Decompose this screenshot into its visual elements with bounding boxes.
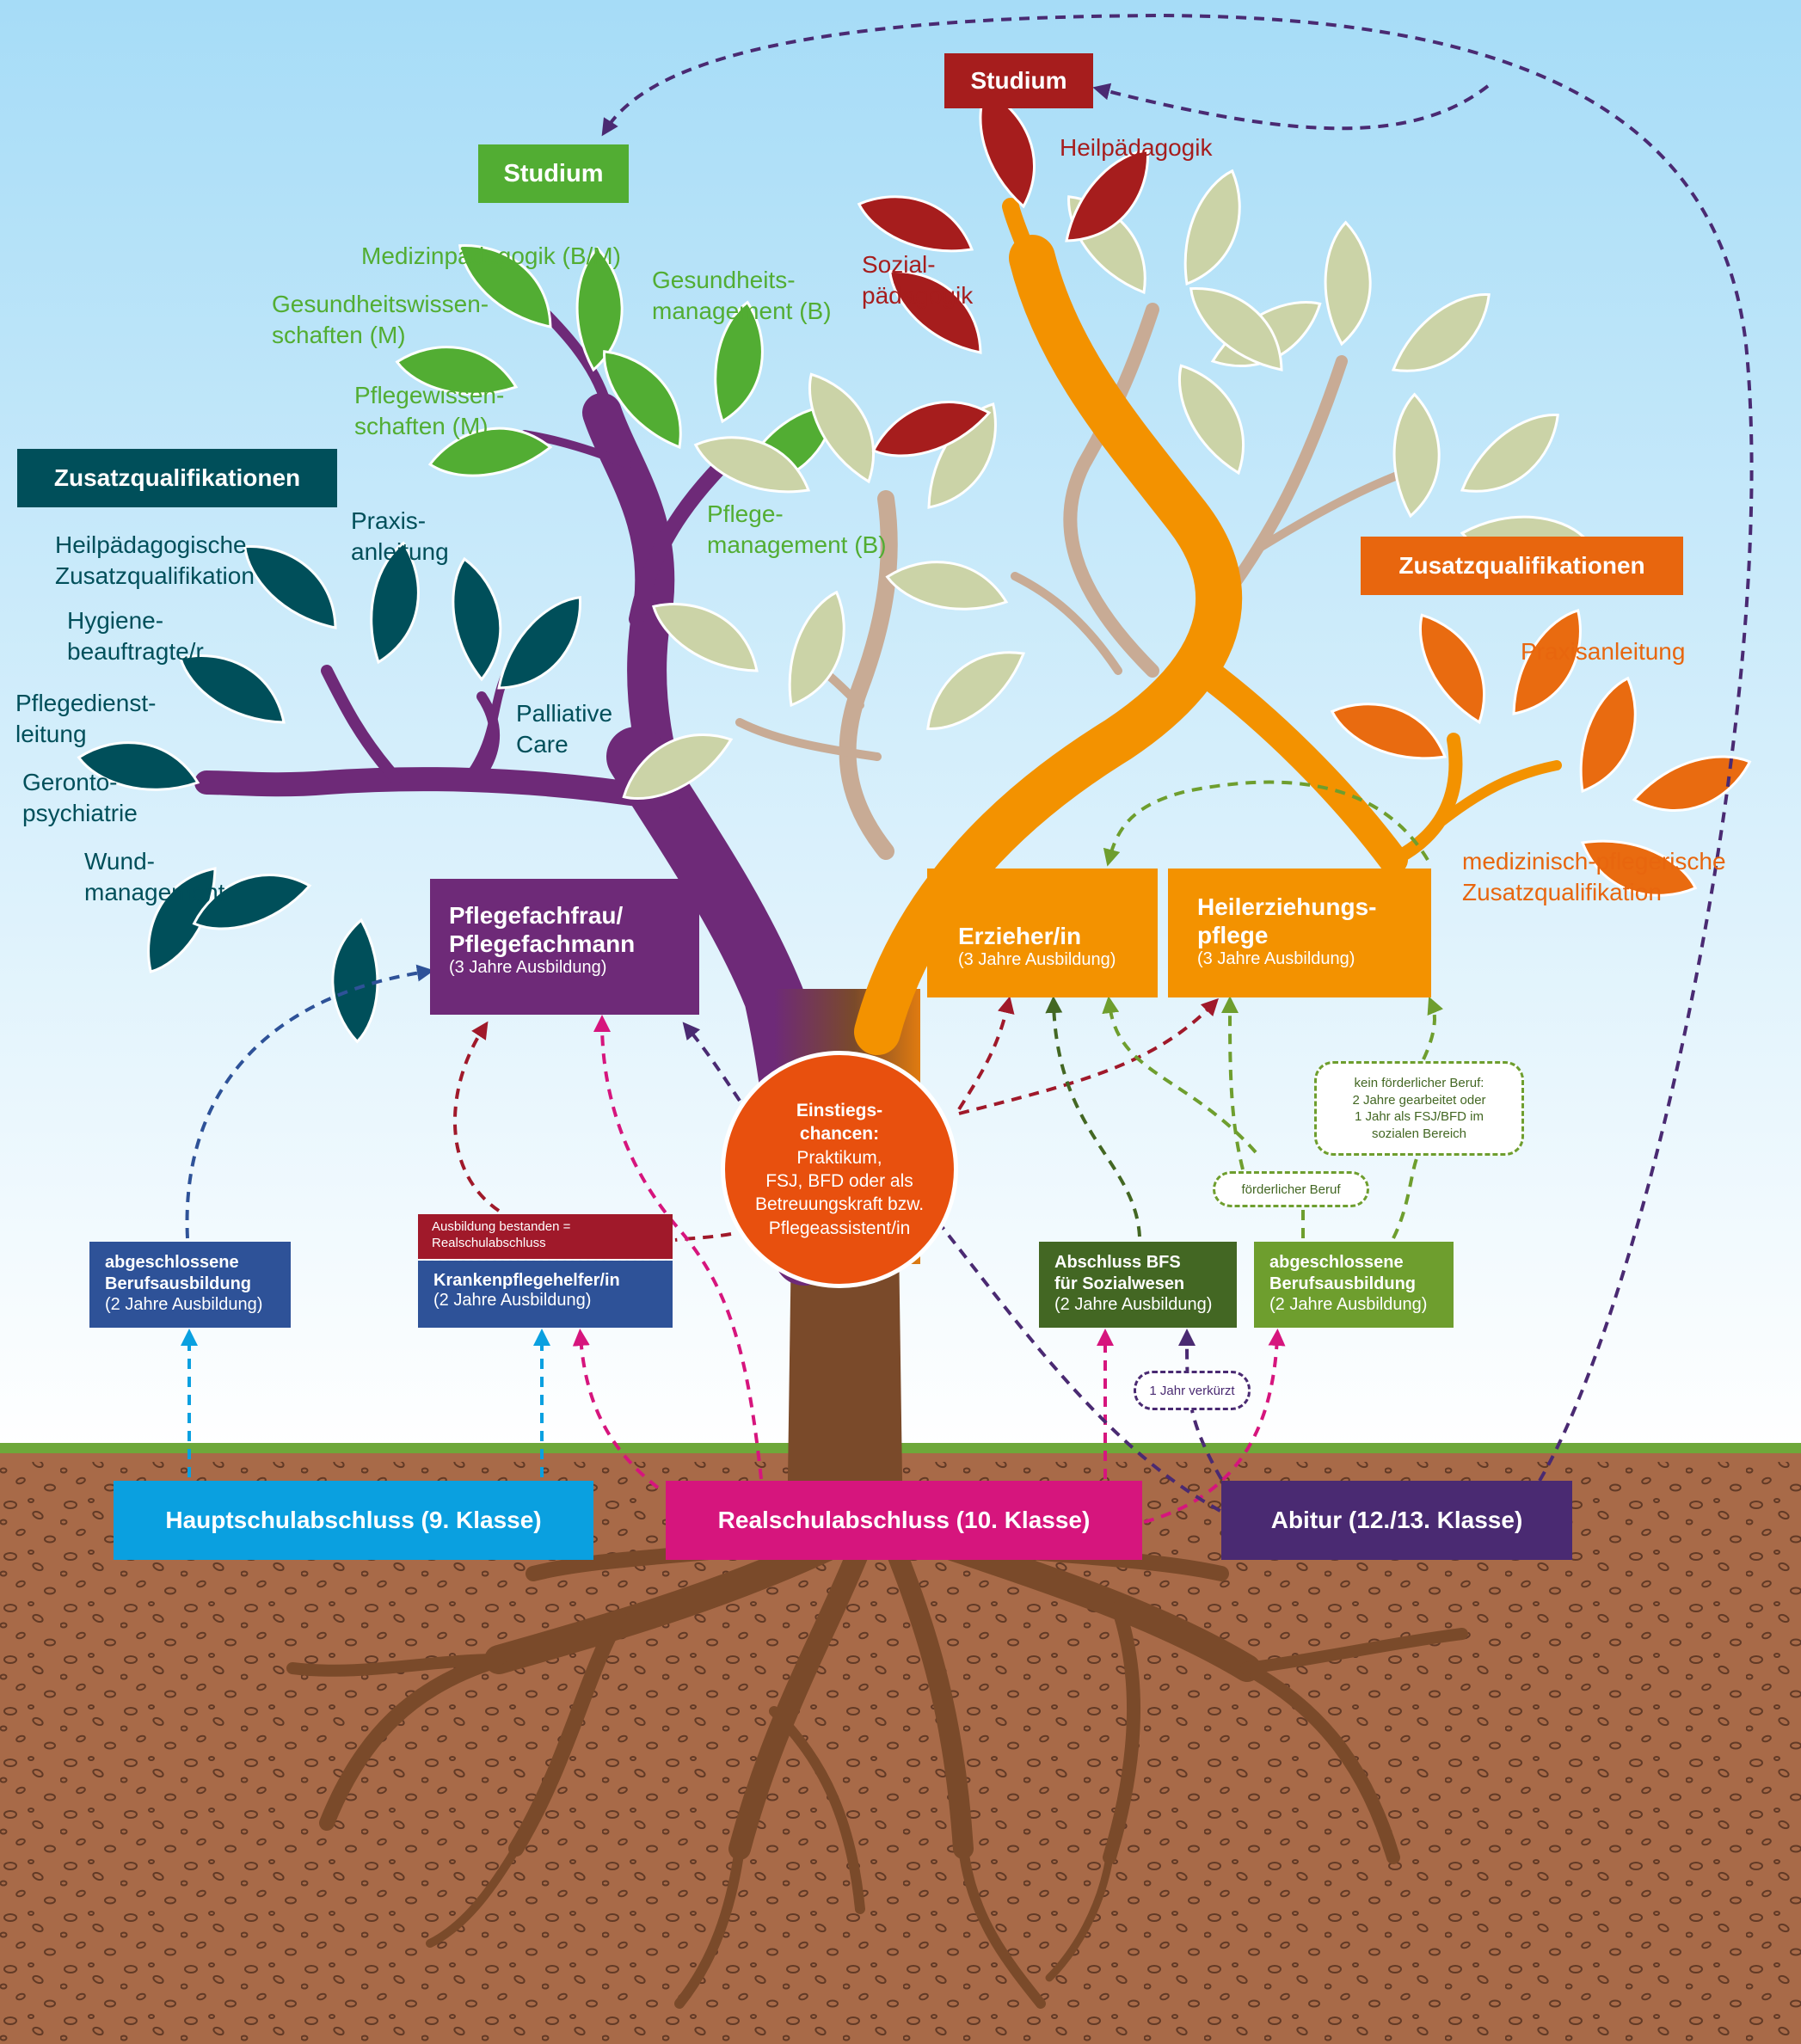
career-box-pflegefachfrau: Pflegefachfrau/ Pflegefachmann (3 Jahre …: [430, 879, 699, 1015]
orange-leaves: [1330, 609, 1752, 897]
arrow-circle-to-pflege: [682, 1022, 741, 1102]
pale-branch: [735, 303, 1432, 860]
bfs-duration: (2 Jahre Ausbildung): [1054, 1295, 1213, 1314]
studium-header-green: Studium: [478, 144, 629, 203]
pflege-duration: (3 Jahre Ausbildung): [449, 958, 607, 978]
einstiegschancen-circle: Einstiegs- chancen: Praktikum, FSJ, BFD …: [721, 1051, 958, 1288]
label-pflegemanagement: Pflege- management (B): [707, 500, 887, 558]
green-leaves: [395, 244, 837, 484]
career-box-erzieher: Erzieher/in (3 Jahre Ausbildung): [927, 869, 1158, 997]
krankenpflege-duration: (2 Jahre Ausbildung): [433, 1291, 592, 1310]
box-berufsausbildung-left: abgeschlossene Berufsausbildung (2 Jahre…: [89, 1242, 291, 1328]
erzieher-title: Erzieher/in: [958, 923, 1082, 949]
label-medizinisch-pflegerische-zusatzqualifikation: medizinisch-pflegerische Zusatzqualifika…: [1462, 848, 1726, 905]
arrow-bfs-to-erzieher: [1045, 996, 1141, 1237]
circle-text: Praktikum, FSJ, BFD oder als Betreuungsk…: [754, 1147, 925, 1238]
note-1-jahr-verkuerzt: 1 Jahr verkürzt: [1134, 1371, 1251, 1410]
label-gesundheitsmanagement: Gesundheits- management (B): [652, 267, 832, 324]
label-gerontopsychiatrie: Geronto- psychiatrie: [22, 769, 138, 826]
arrow-realschul-to-krankenpflege: [572, 1329, 660, 1489]
erzieher-duration: (3 Jahre Ausbildung): [958, 950, 1116, 970]
zusatzqualifikationen-header-right: Zusatzqualifikationen: [1361, 537, 1683, 595]
label-sozialpaedagogik: Sozial- pädagogik: [862, 251, 974, 309]
label-gesundheitswissenschaften: Gesundheitswissen- schaften (M): [272, 291, 489, 348]
note-foerderlicher-beruf: förderlicher Beruf: [1213, 1171, 1369, 1207]
krankenpflege-title: Krankenpflegehelfer/in: [433, 1271, 620, 1290]
arrow-foerderlich-to-hep: [1221, 996, 1245, 1170]
school-abitur: Abitur (12./13. Klasse): [1221, 1481, 1572, 1560]
arrow-circle-to-erzieher: [957, 996, 1015, 1111]
berufsausbildung-left-duration: (2 Jahre Ausbildung): [105, 1295, 263, 1314]
arrow-realschul-to-pflege: [593, 1015, 763, 1480]
arrow-to-studium-red: [1092, 83, 1490, 131]
arrow-circle-to-hep: [958, 997, 1219, 1115]
tree-trunk: [787, 1238, 903, 1539]
arrow-berufsausbildung-to-pflege: [185, 964, 434, 1239]
arrow-abitur-to-studium: [601, 13, 1754, 1482]
label-heilpaedagogische-zusatzqualifikation: Heilpädagogische Zusatzqualifikation: [55, 531, 255, 589]
label-wundmanagement: Wund- management: [84, 848, 225, 905]
label-hygienebeauftragte: Hygiene- beauftragte/r: [67, 607, 204, 665]
tree-roots: [286, 1516, 1468, 2009]
label-medizinpaedagogik: Medizinpädagogik (B/M): [361, 242, 621, 269]
arrow-kein-to-hep: [1422, 996, 1444, 1060]
label-heilpaedagogik: Heilpädagogik: [1060, 134, 1213, 161]
berufsausbildung-right-title: abgeschlossene Berufsausbildung: [1269, 1253, 1417, 1293]
zusatzqualifikationen-header-left: Zusatzqualifikationen: [17, 449, 337, 507]
berufsausbildung-right-duration: (2 Jahre Ausbildung): [1269, 1295, 1428, 1314]
studium-header-red: Studium: [944, 53, 1093, 108]
circle-title: Einstiegs- chancen:: [796, 1101, 883, 1145]
box-berufsausbildung-right: abgeschlossene Berufsausbildung (2 Jahre…: [1254, 1242, 1454, 1328]
arrow-circle-to-realschul-note: [674, 1232, 732, 1242]
label-pflegedienstleitung: Pflegedienst- leitung: [15, 690, 157, 747]
label-pflegewissenschaften: Pflegewissen- schaften (M): [354, 382, 505, 439]
realschul-note-bar: Ausbildung bestanden = Realschulabschlus…: [418, 1214, 673, 1259]
berufsausbildung-left-title: abgeschlossene Berufsausbildung: [105, 1253, 252, 1293]
red-leaves: [857, 89, 1149, 457]
teal-leaves: [77, 541, 581, 1044]
label-praxisanleitung-left: Praxis- anleitung: [351, 507, 449, 565]
box-krankenpflegehelfer: Krankenpflegehelfer/in (2 Jahre Ausbildu…: [418, 1261, 673, 1328]
hep-title: Heilerziehungs- pflege: [1197, 893, 1377, 949]
arrow-krankenpflege-to-pflege: [452, 1021, 501, 1212]
box-abschluss-bfs: Abschluss BFS für Sozialwesen (2 Jahre A…: [1039, 1242, 1237, 1328]
school-realschulabschluss: Realschulabschluss (10. Klasse): [666, 1481, 1142, 1560]
pflege-title: Pflegefachfrau/ Pflegefachmann: [449, 902, 636, 958]
arrow-circle-to-abitur: [936, 1219, 1239, 1522]
hep-duration: (3 Jahre Ausbildung): [1197, 949, 1355, 969]
career-box-heilerziehungspflege: Heilerziehungs- pflege (3 Jahre Ausbildu…: [1168, 869, 1431, 997]
school-hauptschulabschluss: Hauptschulabschluss (9. Klasse): [114, 1481, 593, 1560]
label-palliative-care: Palliative Care: [516, 700, 613, 758]
note-kein-foerderlicher-beruf: kein förderlicher Beruf: 2 Jahre gearbei…: [1314, 1061, 1524, 1156]
realschul-note-dash: [418, 1259, 673, 1261]
bfs-title: Abschluss BFS für Sozialwesen: [1054, 1253, 1185, 1293]
label-praxisanleitung-right: Praxisanleitung: [1521, 638, 1686, 665]
arrow-foerderlich-to-erzieher: [1102, 996, 1257, 1154]
